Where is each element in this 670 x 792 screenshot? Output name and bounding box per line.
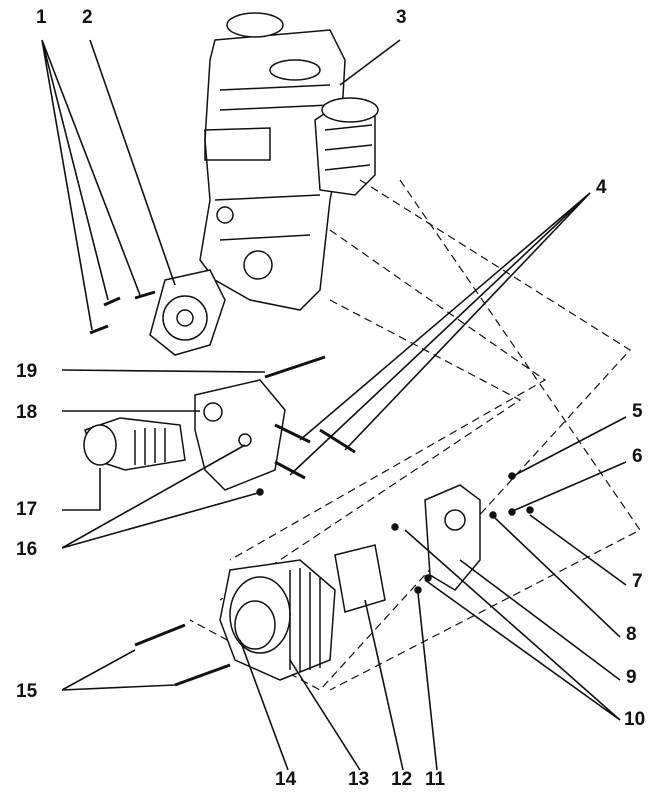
tensioner-pulley [149, 269, 226, 356]
callout-13: 13 [348, 769, 370, 790]
callout-19: 19 [16, 361, 38, 382]
leader-lines [41, 39, 627, 771]
callout-12: 12 [391, 769, 413, 790]
small-parts [256, 472, 534, 594]
alternator-bracket [194, 379, 286, 491]
callout-15: 15 [16, 681, 38, 702]
oil-filter-housing [314, 97, 379, 196]
callout-4: 4 [596, 177, 607, 198]
rear-cover [424, 484, 481, 591]
callout-16: 16 [16, 539, 38, 560]
belt-tensioner [83, 417, 186, 471]
alternator [219, 559, 336, 681]
callout-10: 10 [624, 709, 646, 730]
callout-7: 7 [632, 571, 643, 592]
bolts-1 [89, 290, 156, 335]
long-bolts [134, 623, 231, 687]
callout-11: 11 [425, 769, 446, 790]
callout-3: 3 [396, 7, 407, 28]
callout-6: 6 [632, 446, 643, 467]
callout-14: 14 [275, 769, 297, 790]
bolts [264, 355, 356, 480]
callout-18: 18 [16, 402, 38, 423]
callout-8: 8 [626, 624, 637, 645]
callout-9: 9 [626, 667, 637, 688]
voltage-regulator [334, 544, 386, 613]
engine-block [199, 12, 346, 311]
callout-17: 17 [16, 499, 38, 520]
callout-5: 5 [632, 401, 643, 422]
callout-1: 1 [36, 7, 47, 28]
callout-2: 2 [82, 7, 93, 28]
